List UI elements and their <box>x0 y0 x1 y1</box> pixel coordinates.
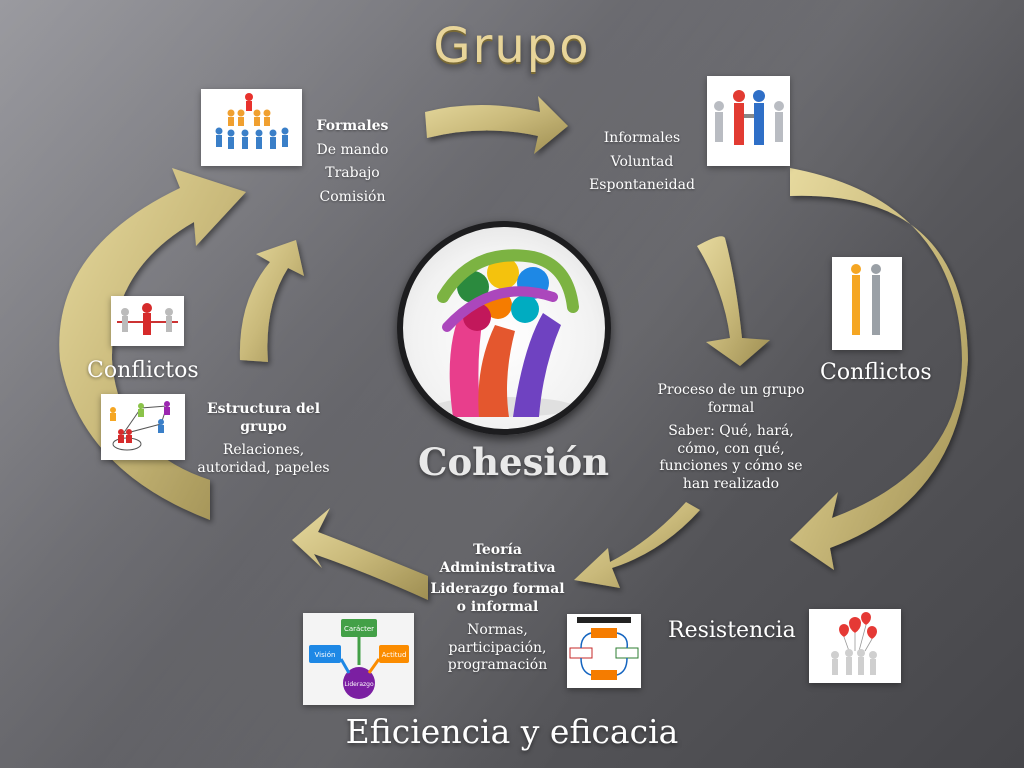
teoria-line: Normas, participación, programación <box>447 622 548 673</box>
arrow-big-right <box>790 168 968 570</box>
network-people-image <box>101 394 185 460</box>
conflictos-right-label: Conflictos <box>820 360 932 385</box>
proceso-line: Saber: Qué, hará, cómo, con qué, funcion… <box>659 423 803 492</box>
estructura-text: Estructura del grupo Relaciones, autorid… <box>196 401 331 477</box>
tug-of-war-image <box>111 296 184 346</box>
conflictos-left-label: Conflictos <box>87 358 199 383</box>
estructura-line: Relaciones, autoridad, papeles <box>197 442 330 476</box>
footer-title: Eficiencia y eficacia <box>345 712 679 751</box>
handshake-people-image <box>707 76 790 166</box>
process-cycle-image <box>567 614 641 688</box>
formales-line: De mando <box>316 141 389 158</box>
two-figures-image <box>832 257 902 350</box>
balloons-people-image <box>809 609 901 683</box>
hierarchy-people-image <box>201 89 302 166</box>
diagram-bottom-label: Liderazgo <box>344 681 374 688</box>
diagram-top-label: Carácter <box>344 625 374 633</box>
arrow-lower-left <box>292 508 428 600</box>
teoria-heading: Teoría Administrativa <box>439 542 556 576</box>
formales-line: Comisión <box>319 188 386 205</box>
formales-text: Formales De mando Trabajo Comisión <box>305 118 400 206</box>
resistencia-label: Resistencia <box>668 618 796 643</box>
liderazgo-heading: Liderazgo formal o informal <box>430 581 565 615</box>
informales-line: Espontaneidad <box>589 177 695 193</box>
diagram-left-label: Visión <box>315 651 336 659</box>
cohesion-figures-image <box>397 221 611 435</box>
arrow-top <box>425 96 568 154</box>
arrow-lower-right <box>574 502 700 588</box>
arrow-left-up <box>239 240 304 362</box>
formales-heading: Formales <box>316 118 389 134</box>
informales-line: Informales <box>603 130 681 146</box>
slide-title: Grupo <box>433 18 591 74</box>
cohesion-label: Cohesión <box>418 440 610 484</box>
proceso-line: Proceso de un grupo formal <box>657 382 805 416</box>
formales-line: Trabajo <box>325 165 380 181</box>
estructura-heading: Estructura del grupo <box>206 401 321 435</box>
arrow-right-down <box>697 236 770 366</box>
proceso-text: Proceso de un grupo formal Saber: Qué, h… <box>655 382 807 493</box>
informales-line: Voluntad <box>610 153 674 170</box>
informales-text: Informales Voluntad Espontaneidad <box>582 130 702 195</box>
diagram-right-label: Actitud <box>382 651 407 659</box>
teoria-text: Teoría Administrativa Liderazgo formal o… <box>425 542 570 675</box>
leadership-diagram-image: Carácter Visión Actitud Liderazgo <box>303 613 414 705</box>
